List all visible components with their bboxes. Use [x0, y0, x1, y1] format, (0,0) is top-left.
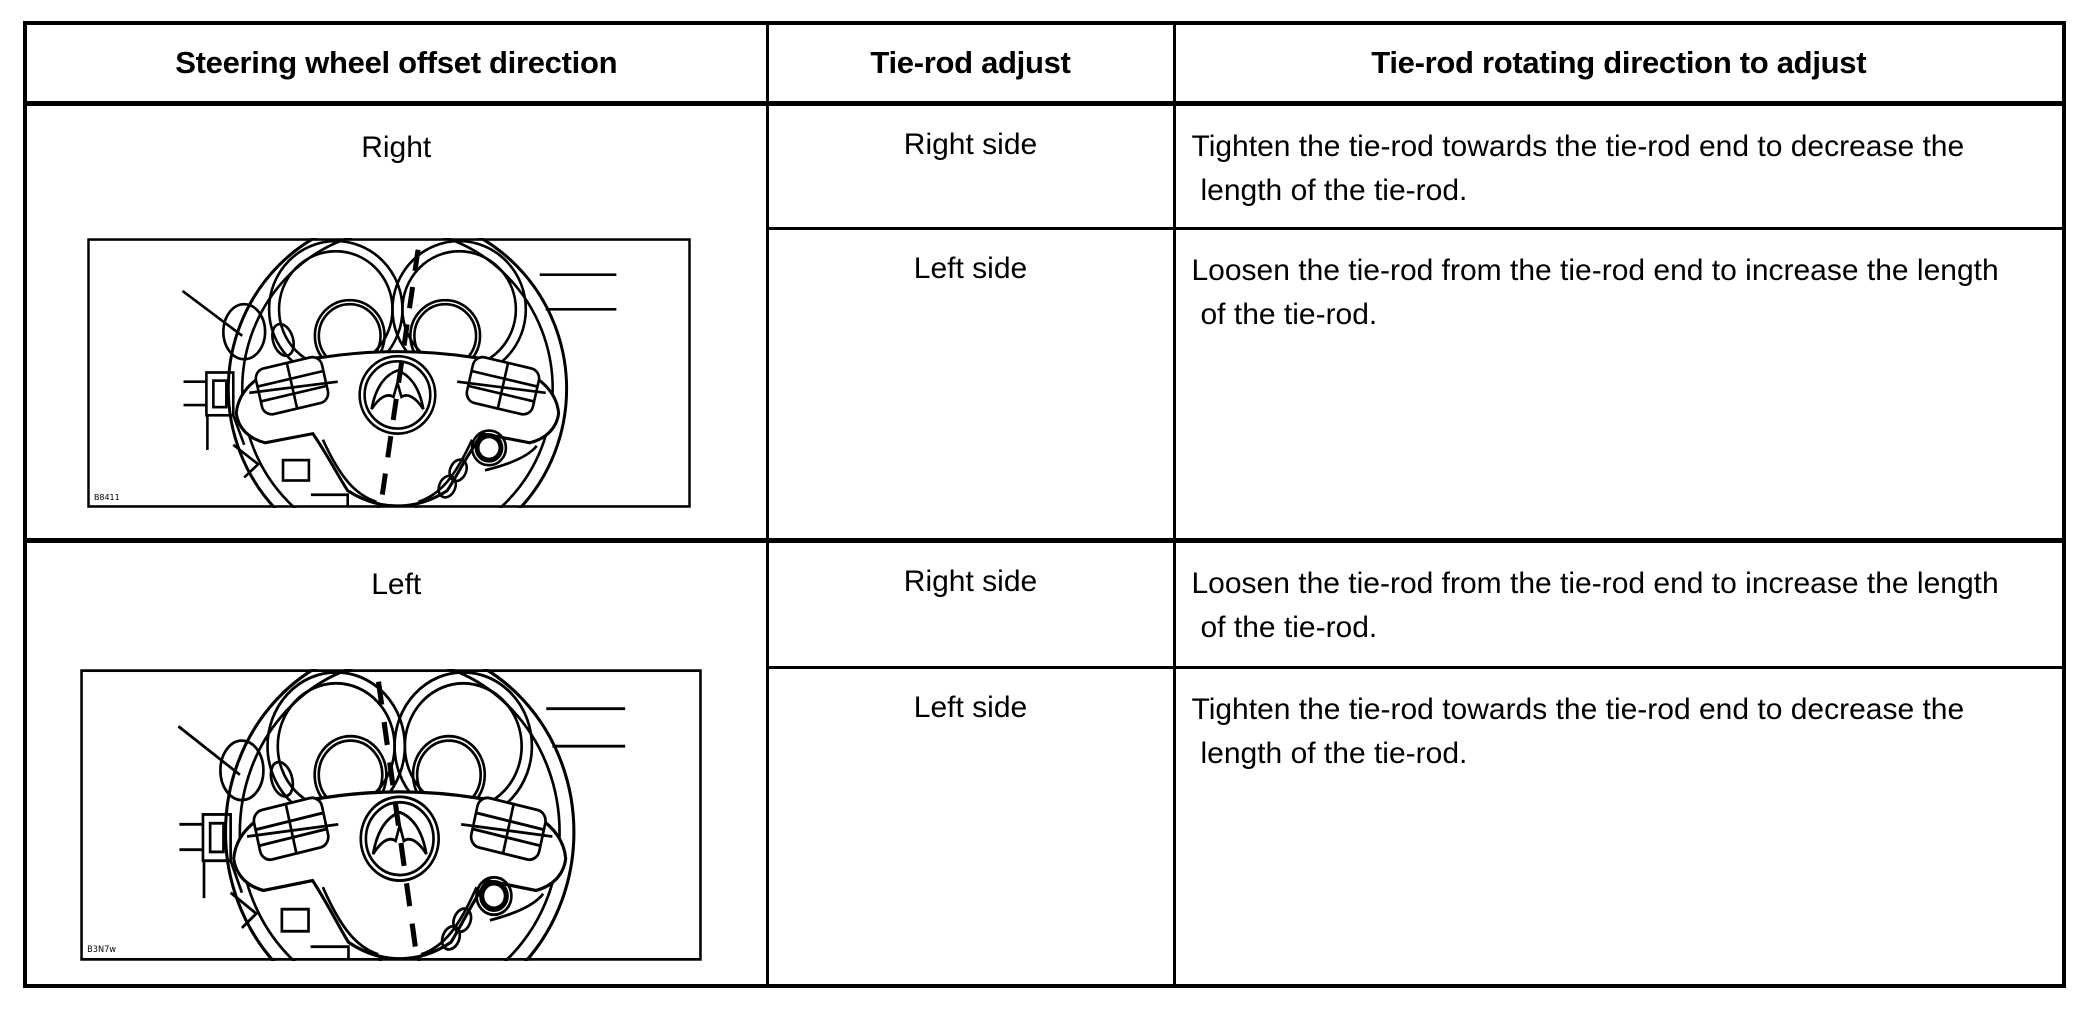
instruction-cell: Loosen the tie-rod from the tie-rod end …	[1172, 538, 2066, 669]
table-row: Right B8411 Right side Tighten the tie-r…	[23, 102, 2066, 542]
offset-cell-right: Right B8411	[23, 102, 769, 542]
offset-direction-label: Left	[371, 568, 422, 601]
offset-cell-left: Left B3N7w	[23, 538, 769, 987]
figure-code: B3N7w	[87, 945, 116, 955]
tie-rod-adjust-table: Steering wheel offset direction Tie-rod …	[23, 21, 2066, 988]
instruction-cell: Tighten the tie-rod towards the tie-rod …	[1172, 666, 2066, 987]
steering-wheel-icon: B3N7w	[80, 669, 702, 961]
figure-code: B8411	[94, 493, 120, 502]
header-offset-direction: Steering wheel offset direction	[23, 21, 769, 106]
header-tie-rod-adjust: Tie-rod adjust	[765, 21, 1176, 106]
table-row: Left side Tighten the tie-rod towards th…	[25, 666, 2066, 987]
table-row: Left B3N7w Right side Loosen the tie-rod…	[23, 538, 2066, 987]
steering-wheel-diagram-right: B8411	[87, 238, 691, 508]
tie-rod-side-cell: Left side	[765, 666, 1176, 987]
instruction-text: Tighten the tie-rod towards the tie-rod …	[1191, 130, 1965, 207]
offset-centerline	[378, 249, 421, 505]
tie-rod-side-cell: Right side	[765, 538, 1176, 669]
instruction-cell: Tighten the tie-rod towards the tie-rod …	[1172, 102, 2066, 230]
offset-direction-label: Right	[361, 131, 432, 164]
steering-wheel-diagram-left: B3N7w	[80, 669, 702, 961]
tie-rod-side-cell: Left side	[765, 227, 1176, 542]
offset-centerline	[375, 681, 420, 957]
header-row: Steering wheel offset direction Tie-rod …	[23, 21, 2066, 106]
instruction-cell: Loosen the tie-rod from the tie-rod end …	[1172, 227, 2066, 542]
steering-wheel-icon: B8411	[87, 238, 691, 508]
table-row: Left side Loosen the tie-rod from the ti…	[25, 227, 2066, 542]
instruction-text: Tighten the tie-rod towards the tie-rod …	[1191, 693, 1965, 770]
header-rotating-direction: Tie-rod rotating direction to adjust	[1172, 21, 2066, 106]
instruction-text: Loosen the tie-rod from the tie-rod end …	[1191, 567, 1999, 644]
instruction-text: Loosen the tie-rod from the tie-rod end …	[1191, 254, 1999, 331]
tie-rod-side-cell: Right side	[765, 102, 1176, 230]
